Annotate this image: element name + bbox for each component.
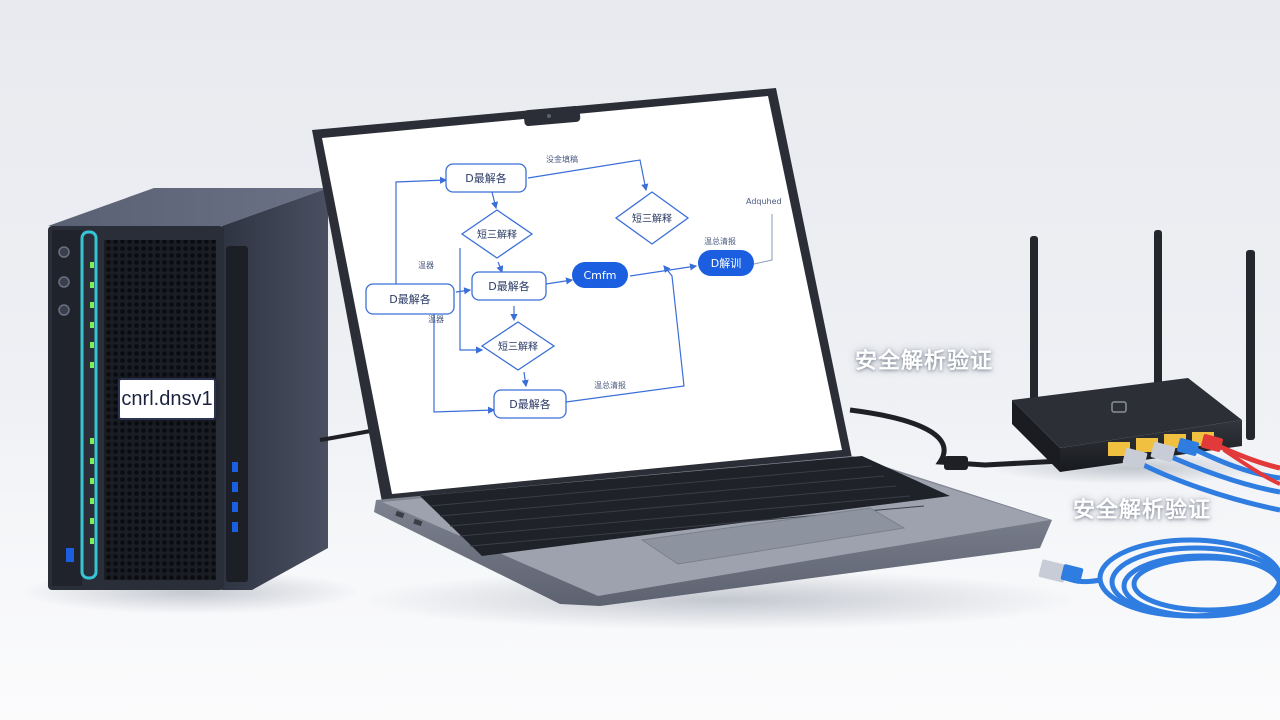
antenna-right — [1246, 250, 1255, 440]
network-cables — [1122, 434, 1280, 513]
edge-label-left-lower: 温器 — [428, 315, 444, 324]
svg-text:D最解各: D最解各 — [488, 279, 529, 293]
rj45-plug-icon — [1150, 441, 1176, 463]
side-port-icon — [413, 518, 423, 527]
flow-node-right-pill: D解训 — [698, 250, 754, 276]
trackpad — [640, 507, 906, 565]
edge-label-bottom: 温总清报 — [594, 380, 626, 390]
svg-text:短三解释: 短三解释 — [632, 212, 672, 225]
flow-node-decision-upper: 短三解释 — [460, 209, 534, 259]
edge-label-right-mid: 温总清报 — [704, 236, 736, 246]
copy-button-icon — [58, 276, 70, 288]
flow-node-mid-box: D最解各 — [471, 271, 547, 301]
edge-label-far-right: Adquhed — [746, 197, 782, 206]
reset-button-icon — [58, 304, 70, 316]
laptop-cable — [849, 407, 1081, 468]
svg-text:短三解释: 短三解释 — [477, 228, 517, 241]
flow-node-left-box: D最解各 — [365, 283, 455, 315]
svg-text:短三解释: 短三解释 — [498, 340, 538, 353]
flowchart-diagram: D最解各 短三解释 D最解各 D最解各 短三解释 D最解各 — [365, 154, 782, 419]
side-port-icon — [395, 510, 405, 519]
status-leds — [90, 262, 94, 544]
rj45-plug-icon — [1200, 434, 1224, 452]
rj45-plug-icon — [1122, 447, 1148, 469]
edge-label-top: 没金填稿 — [546, 154, 578, 164]
svg-text:D最解各: D最解各 — [465, 171, 506, 185]
flow-node-bottom-box: D最解各 — [493, 389, 567, 419]
edge-label-left-upper: 温器 — [418, 261, 434, 270]
camera-notch — [523, 105, 581, 127]
rj45-plug-icon — [1176, 438, 1200, 456]
coiled-blue-cable — [1058, 537, 1280, 619]
keyboard — [420, 456, 950, 556]
flow-node-decision-lower: 短三解释 — [480, 321, 556, 371]
router-logo-icon — [1111, 401, 1127, 413]
svg-text:D解训: D解训 — [711, 256, 741, 270]
flow-node-top-box: D最解各 — [445, 163, 527, 193]
flow-node-decision-right: 短三解释 — [614, 191, 690, 245]
cable-plug-icon — [944, 456, 968, 470]
overlay-label-center: 安全解析验证 — [855, 349, 994, 374]
light-strip — [80, 230, 98, 580]
laptop-device — [312, 88, 1052, 606]
antenna-left — [1030, 236, 1038, 412]
overlay-label-right: 安全解析验证 — [1073, 498, 1212, 523]
power-button-icon — [58, 246, 70, 258]
flow-node-confirm-pill: Cmfm — [572, 262, 628, 288]
svg-text:Cmfm: Cmfm — [584, 269, 617, 282]
loose-rj45-plug-icon — [1038, 559, 1084, 584]
nas-front-label: cnrl.dnsv1 — [118, 378, 216, 420]
usb-port-icon — [66, 548, 74, 562]
svg-text:D最解各: D最解各 — [389, 292, 430, 306]
svg-text:D最解各: D最解各 — [509, 397, 550, 411]
router-device — [1012, 230, 1255, 472]
camera-icon — [547, 114, 551, 118]
antenna-middle — [1154, 230, 1162, 390]
